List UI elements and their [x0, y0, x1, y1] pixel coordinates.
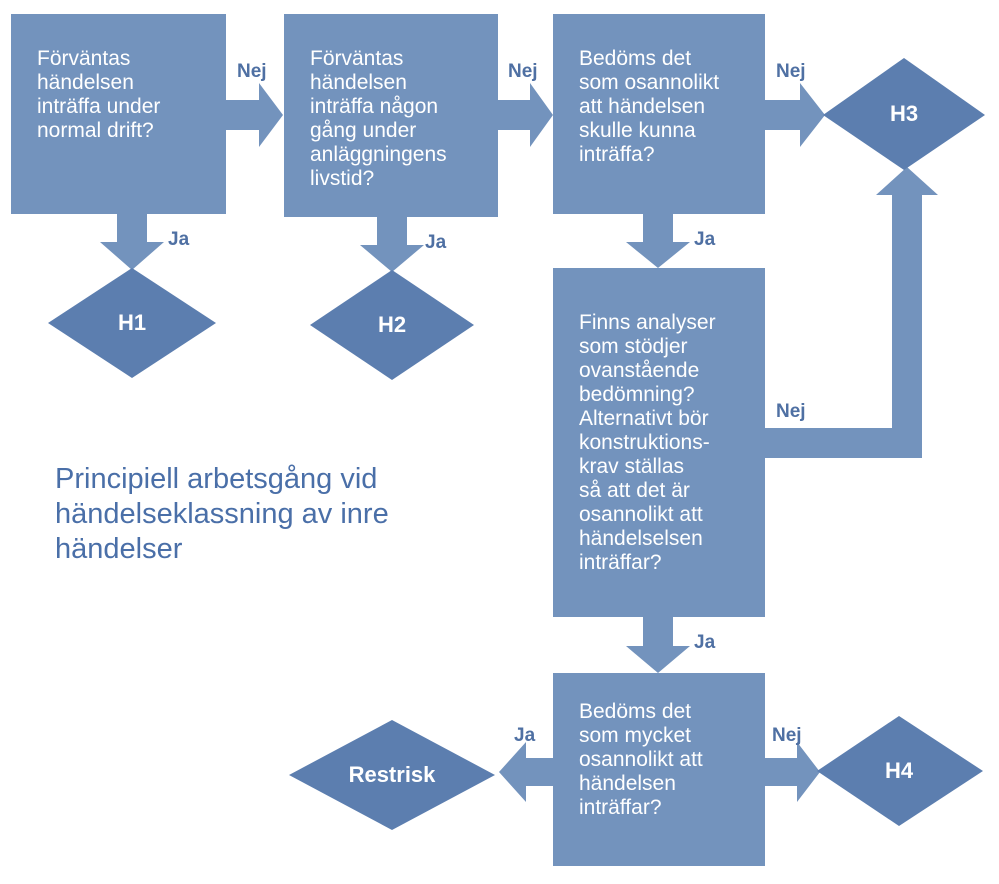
branch-label-nej: Nej [237, 61, 267, 82]
branch-label-ja: Ja [514, 725, 536, 746]
arrow-b1-to-b2 [226, 83, 283, 147]
diamond-label-h1: H1 [117, 310, 147, 335]
branch-label-nej: Nej [776, 401, 806, 422]
box-text-line: händelsen [579, 772, 676, 795]
box-text-line: skulle kunna [579, 119, 696, 142]
arrow-b4-to-h3 [765, 167, 938, 458]
arrow-b3-to-h3 [765, 83, 825, 147]
diamond-label-h4: H4 [884, 758, 914, 783]
diamond-label-h3: H3 [889, 101, 919, 126]
box-text-line: händelsen [310, 71, 407, 94]
box-text-line: Bedöms det [579, 700, 692, 723]
box-text-line: inträffar? [579, 796, 662, 819]
diamond-h3 [823, 58, 985, 170]
box-text-line: livstid? [310, 167, 375, 190]
box-text-line: inträffa någon [310, 95, 439, 118]
box-text-line: att händelsen [579, 95, 706, 118]
title-line: Principiell arbetsgång vid [55, 463, 378, 495]
arrow-b4-to-b5 [626, 617, 690, 673]
box-text-line: inträffar? [579, 551, 662, 574]
box-text-line: händelsen [37, 71, 134, 94]
box-text-line: som mycket [579, 724, 692, 747]
title-line: händelseklassning av inre [55, 498, 389, 530]
diamond-restrisk [289, 720, 495, 830]
box-text-line: anläggningens [310, 143, 447, 166]
question-box-analyser: Finns analyser som stödjer ovanstående b… [553, 268, 765, 617]
arrow-b1-to-h1 [100, 214, 164, 270]
branch-label-ja: Ja [694, 229, 716, 250]
diamond-label-restrisk: Restrisk [348, 762, 436, 787]
box-text-line: Bedöms det [579, 47, 692, 70]
box-text-line: ovanstående [579, 359, 700, 382]
box-text-line: som osannolikt [579, 71, 720, 94]
diamond-h2 [310, 270, 474, 380]
box-text-line: som stödjer [579, 335, 688, 358]
diamond-label-h2: H2 [377, 312, 407, 337]
branch-label-nej: Nej [772, 725, 802, 746]
box-text-line: Förväntas [310, 47, 404, 70]
box-text-line: inträffa? [579, 143, 655, 166]
branch-label-ja: Ja [425, 232, 447, 253]
arrow-b5-to-h4 [765, 742, 820, 802]
arrow-b5-to-restrisk [499, 742, 553, 802]
branch-label-ja: Ja [168, 229, 190, 250]
diamond-h1 [48, 268, 216, 378]
arrow-b2-to-h2 [360, 217, 424, 272]
branch-label-nej: Nej [508, 61, 538, 82]
box-text-line: gång under [310, 119, 417, 142]
box-text-line: osannolikt att [579, 503, 703, 526]
box-text-line: konstruktions- [579, 431, 710, 454]
box-text-line: Finns analyser [579, 311, 716, 334]
branch-label-ja: Ja [694, 632, 716, 653]
title-line: händelser [55, 533, 183, 565]
box-text-line: osannolikt att [579, 748, 703, 771]
question-box-livstid: Förväntas händelsen inträffa någon gång … [284, 14, 498, 217]
diagram-title: Principiell arbetsgång vid händelseklass… [55, 462, 389, 567]
box-text-line: normal drift? [37, 119, 154, 142]
box-text-line: Förväntas [37, 47, 131, 70]
arrow-b3-to-b4 [626, 214, 690, 268]
box-text-line: krav ställas [579, 455, 685, 478]
diamond-h4 [817, 716, 983, 826]
box-text-line: händelselsen [579, 527, 703, 550]
branch-label-nej: Nej [776, 61, 806, 82]
box-text-line: bedömning? [579, 383, 695, 406]
question-box-normal-drift: Förväntas händelsen inträffa under norma… [11, 14, 226, 214]
question-box-osannolikt: Bedöms det som osannolikt att händelsen … [553, 14, 765, 214]
box-text-line: inträffa under [37, 95, 161, 118]
box-text-line: Alternativt bör [579, 407, 709, 430]
question-box-mycket-osannolikt: Bedöms det som mycket osannolikt att hän… [553, 673, 765, 866]
arrow-b2-to-b3 [498, 83, 553, 147]
box-text-line: så att det är [579, 479, 690, 502]
